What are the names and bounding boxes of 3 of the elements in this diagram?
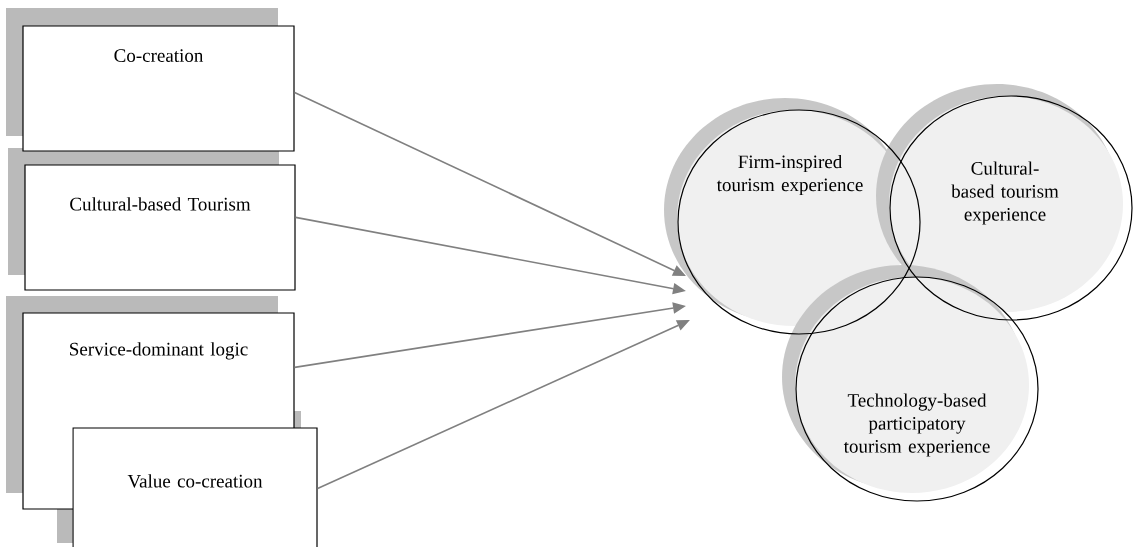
- concept-box: Cultural-based Tourism: [24, 164, 296, 291]
- concept-box: Value co-creation: [72, 427, 318, 547]
- concept-box: Co-creation: [22, 25, 295, 152]
